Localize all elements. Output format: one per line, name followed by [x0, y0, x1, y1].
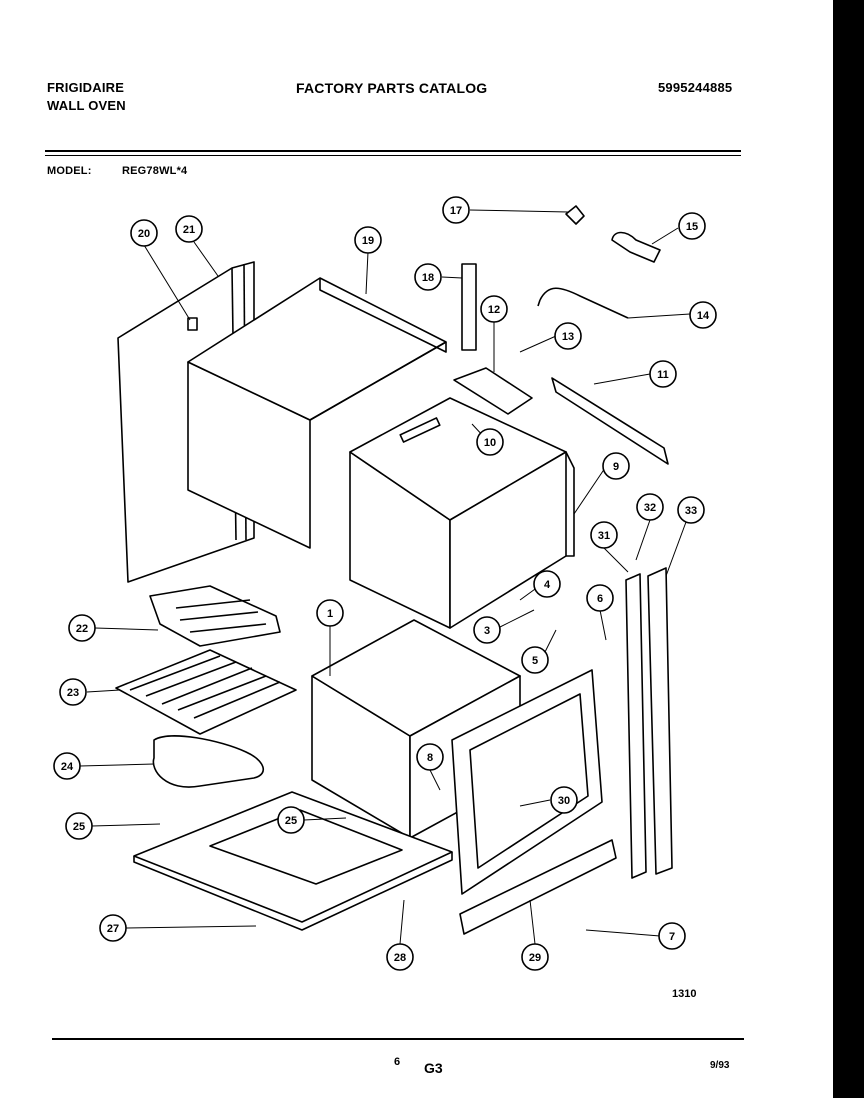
callout-17: 17 [450, 205, 462, 217]
callout-24: 24 [61, 761, 74, 773]
callout-10: 10 [484, 437, 496, 449]
page-number: 6 [394, 1056, 401, 1068]
vent-12 [453, 367, 533, 415]
callout-20: 20 [138, 228, 150, 240]
callout-23: 23 [67, 687, 79, 699]
callout-22: 22 [76, 623, 88, 635]
catalog-number: 5995244885 [658, 80, 733, 95]
callout-8: 8 [427, 752, 433, 764]
part-14-tube [537, 287, 629, 319]
catalog-title: FACTORY PARTS CATALOG [296, 80, 488, 96]
callout-32: 32 [644, 502, 656, 514]
figure-id: 1310 [672, 988, 697, 1000]
duct-18 [461, 263, 477, 351]
callout-30: 30 [558, 795, 570, 807]
callout-25a: 25 [73, 821, 85, 833]
callout-5: 5 [532, 655, 538, 667]
callout-15: 15 [686, 221, 698, 233]
callout-4: 4 [544, 579, 551, 591]
footer-rule [52, 1038, 744, 1040]
callout-3: 3 [484, 625, 490, 637]
brand-name: FRIGIDAIRE [47, 80, 125, 95]
callout-33: 33 [685, 505, 697, 517]
part-15 [611, 231, 661, 263]
callout-28: 28 [394, 952, 406, 964]
callout-21: 21 [183, 224, 195, 236]
oven-rack [115, 649, 297, 735]
model-value: REG78WL*4 [122, 165, 188, 177]
callout-25b: 25 [285, 815, 297, 827]
door-frame [451, 669, 603, 895]
cabinet-wrapper [187, 277, 447, 549]
section-code: G3 [424, 1060, 443, 1076]
callout-6: 6 [597, 593, 603, 605]
callout-27: 27 [107, 923, 119, 935]
broil-element [149, 585, 281, 647]
part-11 [551, 377, 669, 465]
callout-29: 29 [529, 952, 541, 964]
inner-box [349, 397, 575, 629]
callout-31: 31 [598, 530, 610, 542]
callout-19: 19 [362, 235, 374, 247]
callout-1: 1 [327, 608, 333, 620]
callout-9: 9 [613, 461, 619, 473]
callout-18: 18 [422, 272, 434, 284]
callout-14: 14 [697, 310, 710, 322]
print-date: 9/93 [710, 1060, 730, 1071]
product-name: WALL OVEN [47, 98, 126, 113]
model-label: MODEL: [47, 165, 92, 177]
callout-13: 13 [562, 331, 574, 343]
part-17 [565, 205, 585, 225]
kick-panel [459, 839, 617, 935]
trim-strips [625, 567, 673, 879]
catalog-page: FRIGIDAIRE WALL OVEN FACTORY PARTS CATAL… [0, 0, 833, 1098]
callout-11: 11 [657, 369, 669, 381]
callout-7: 7 [669, 931, 675, 943]
exploded-parts-diagram: 17 18 12 13 15 14 11 10 9 4 3 5 6 7 8 30… [53, 196, 717, 971]
header-rule-bottom [45, 155, 741, 156]
bake-element [152, 735, 265, 788]
bottom-tray [133, 791, 453, 931]
callout-12: 12 [488, 304, 500, 316]
header-rule-top [45, 150, 741, 152]
